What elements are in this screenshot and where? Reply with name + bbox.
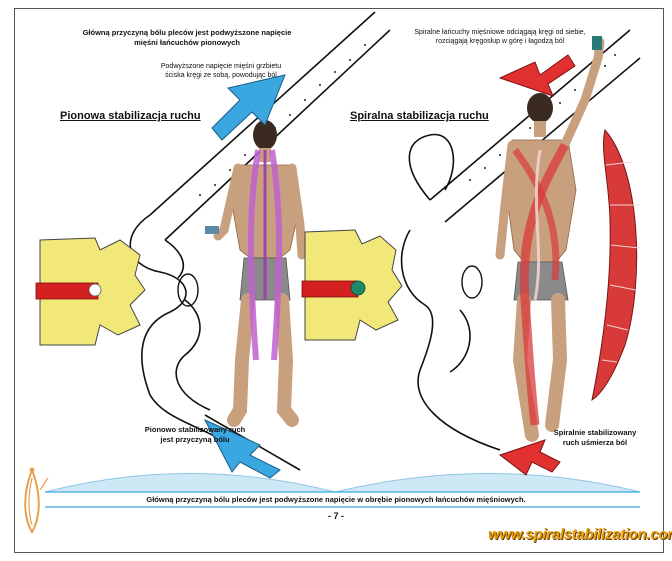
- right-section-title: Spiralna stabilizacja ruchu: [350, 110, 489, 122]
- left-caption: Pionowo stabilizowany ruch jest przyczyn…: [130, 425, 260, 445]
- right-hole: [461, 265, 483, 299]
- right-caption-line-2: ruch uśmierza ból: [562, 437, 628, 447]
- left-arrow-top: [211, 74, 286, 141]
- right-note-line-2: rozciągają kręgosłup w górę i łagodzą bó…: [435, 38, 565, 46]
- right-caption: Spiralnie stabilizowany ruch uśmierza bó…: [540, 428, 650, 448]
- header-title-line-1: Główną przyczyną bólu pleców jest podwyż…: [82, 28, 292, 37]
- right-note: Spiralne łańcuchy mięśniowe odciągają kr…: [395, 28, 605, 46]
- left-caption-line-1: Pionowo stabilizowany ruch: [144, 425, 246, 434]
- right-muscle-chain: [591, 128, 638, 402]
- left-note: Podwyższone napięcie mięśni grzbietu ści…: [136, 62, 306, 80]
- website-link[interactable]: www.spiralstabilization.com: [488, 526, 672, 543]
- right-caption-line-1: Spiralnie stabilizowany: [553, 428, 637, 437]
- left-note-line-2: ściska kręgi ze sobą, powodując ból: [165, 72, 277, 80]
- left-arrow-bottom: [203, 418, 281, 479]
- right-arrow-top: [498, 54, 576, 97]
- left-hole: [177, 273, 199, 307]
- left-caption-line-2: jest przyczyną bólu: [160, 434, 230, 444]
- left-section-title: Pionowa stabilizacja ruchu: [60, 110, 201, 122]
- right-person: [495, 36, 605, 442]
- page-number: - 7 -: [327, 511, 344, 521]
- left-channel-dots: [199, 44, 366, 196]
- left-vertebra: [35, 237, 146, 346]
- right-arrow-bottom: [498, 439, 561, 476]
- ground-right: [334, 473, 641, 493]
- header-title: Główną przyczyną bólu pleców jest podwyż…: [62, 28, 312, 48]
- header-title-line-2: mięśni łańcuchów pionowych: [134, 38, 240, 48]
- footer-summary: Główną przyczyną bólu pleców jest podwyż…: [146, 495, 526, 504]
- brand-logo: [24, 467, 49, 534]
- left-note-line-1: Podwyższone napięcie mięśni grzbietu: [160, 63, 282, 70]
- left-person: [205, 120, 307, 427]
- right-vertebra: [301, 229, 403, 341]
- right-muscle-segments: [601, 161, 641, 363]
- ground-left: [44, 473, 336, 493]
- right-note-line-1: Spiralne łańcuchy mięśniowe odciągają kr…: [414, 29, 586, 36]
